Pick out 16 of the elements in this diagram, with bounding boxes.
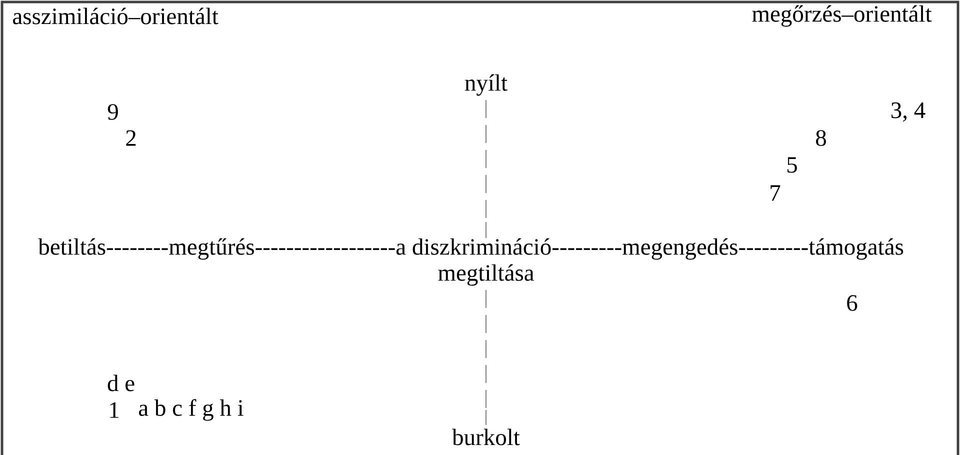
point-number: 1 — [110, 402, 118, 418]
axis-label: megtiltása — [438, 264, 534, 286]
point-number: 3, 4 — [892, 102, 926, 122]
point-number: 8 — [816, 130, 826, 146]
axis-label: nyílt — [465, 74, 508, 96]
axis-label: burkolt — [452, 428, 520, 446]
point-number: 5 — [788, 157, 797, 173]
point-letters: a b c f g h i — [138, 399, 244, 421]
point-letters: d e — [108, 374, 134, 392]
point-number: 9 — [108, 104, 118, 120]
point-number: 6 — [847, 295, 858, 311]
point-number: 2 — [126, 130, 136, 146]
point-number: 7 — [770, 185, 780, 201]
axis-label: betiltás--------megtűrés------------------a diszkrimináció---------megengedés---------támogatás — [38, 238, 904, 260]
corner-label: asszimiláció–orientált — [13, 8, 218, 24]
corner-label: megőrzés–orientált — [752, 5, 932, 27]
